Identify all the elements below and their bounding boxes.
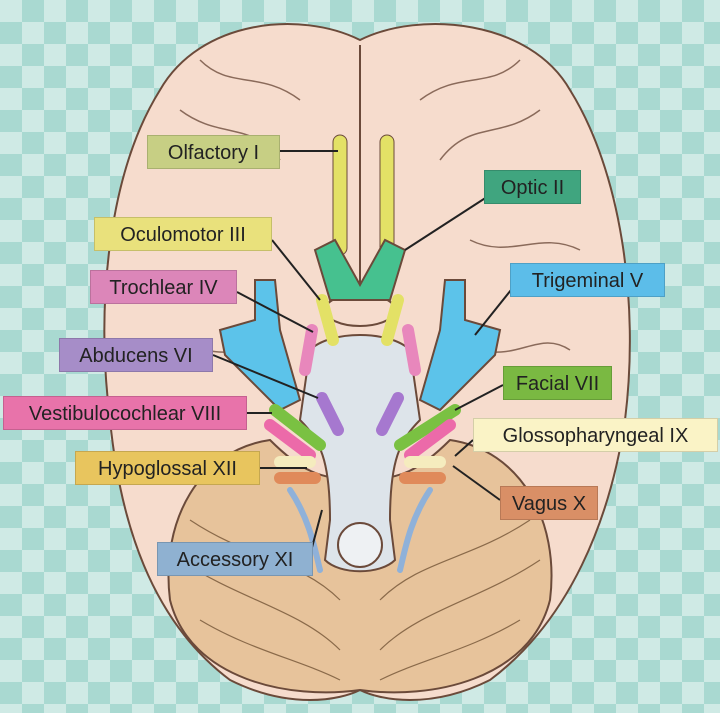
optic-chiasm xyxy=(313,238,407,301)
label-olfactory: Olfactory I xyxy=(147,135,280,169)
label-hypoglossal: Hypoglossal XII xyxy=(75,451,260,485)
label-glossopharyngeal: Glossopharyngeal IX xyxy=(473,418,718,452)
label-facial: Facial VII xyxy=(503,366,612,400)
label-vestibulocochlear: Vestibulocochlear VIII xyxy=(3,396,247,430)
leader-lines xyxy=(212,150,516,556)
olfactory-nerve xyxy=(332,134,348,256)
label-abducens: Abducens VI xyxy=(59,338,213,372)
label-trochlear: Trochlear IV xyxy=(90,270,237,304)
label-optic: Optic II xyxy=(484,170,581,204)
label-accessory: Accessory XI xyxy=(157,542,313,576)
label-vagus: Vagus X xyxy=(500,486,598,520)
label-trigeminal: Trigeminal V xyxy=(510,263,665,297)
label-oculomotor: Oculomotor III xyxy=(94,217,272,251)
